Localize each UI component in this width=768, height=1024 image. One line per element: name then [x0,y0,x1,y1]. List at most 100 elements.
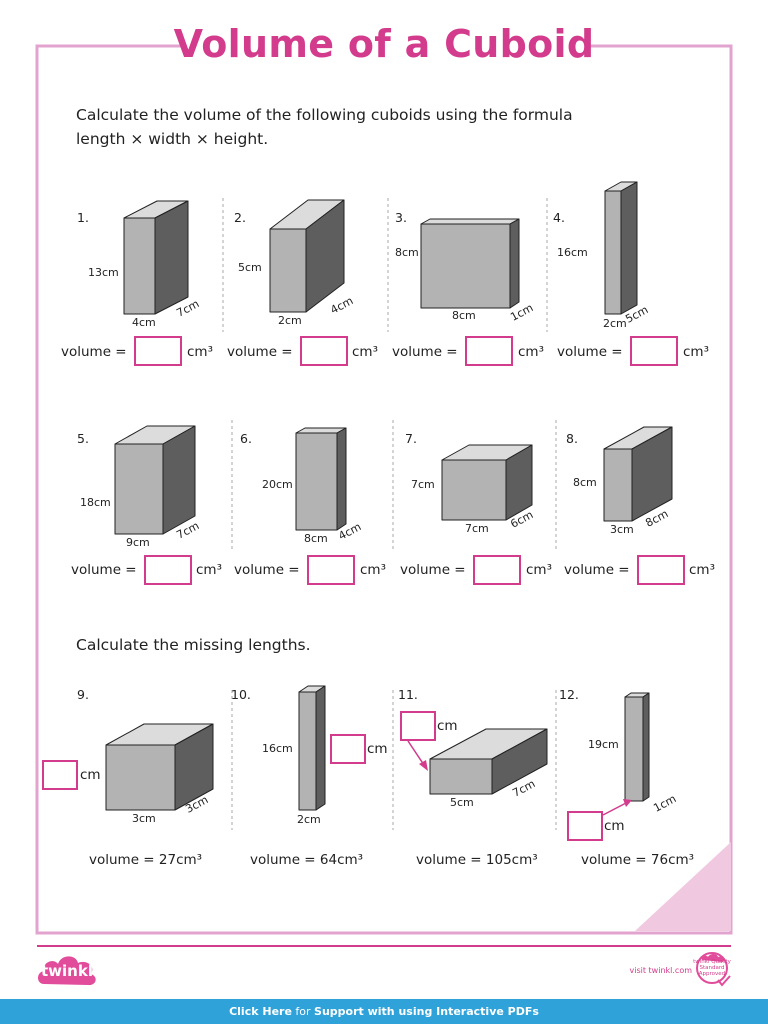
unit-label: cm [80,767,101,783]
question-number: 2. [234,210,246,225]
badge-text: twinkl Quality Standard Approved [693,959,731,977]
page-title: Volume of a Cuboid [173,22,595,66]
question-number: 11. [398,687,418,702]
given-volume: volume = 64cm³ [250,852,364,868]
corner-decoration [635,842,731,931]
volume-label: volume = [71,562,137,578]
answer-box-q3[interactable] [465,336,513,366]
length-label: 2cm [603,317,627,330]
cuboid-q2 [269,199,345,313]
length-label: 2cm [297,813,321,826]
cta-strong: Click Here [229,1005,292,1018]
answer-box-q6[interactable] [307,555,355,585]
cuboid-q8 [603,426,673,522]
given-volume: volume = 27cm³ [89,852,203,868]
cuboid-q3 [420,218,520,309]
unit-label: cm³ [360,562,386,578]
length-label: 3cm [610,523,634,536]
arrow-q11 [407,740,425,766]
volume-label: volume = [557,344,623,360]
answer-box-q7[interactable] [473,555,521,585]
height-label: 7cm [411,478,435,491]
height-label: 8cm [395,246,419,259]
quality-badge: twinkl Quality Standard Approved [690,950,734,990]
volume-label: volume = [400,562,466,578]
question-number: 10. [231,687,251,702]
height-label: 8cm [573,476,597,489]
cuboid-q5 [114,425,196,535]
question-number: 9. [77,687,89,702]
question-number: 4. [553,210,565,225]
unit-label: cm³ [187,344,213,360]
instruction-line-1: Calculate the volume of the following cu… [76,106,573,124]
given-volume: volume = 105cm³ [416,852,538,868]
badge-icon [696,952,731,987]
volume-label: volume = [234,562,300,578]
cuboid-q6 [295,427,347,531]
volume-label: volume = [564,562,630,578]
arrow-q12 [602,802,627,816]
instruction-line-2: length × width × height. [76,130,269,148]
volume-label: volume = [392,344,458,360]
height-label: 16cm [262,742,293,755]
interactive-pdf-support-link[interactable]: Click Here for Support with using Intera… [0,999,768,1024]
length-label: 3cm [132,812,156,825]
missing-length-box-q10[interactable] [330,734,366,764]
height-label: 19cm [588,738,619,751]
question-number: 3. [395,210,407,225]
length-label: 8cm [304,532,328,545]
cuboid-q9 [105,723,214,811]
missing-length-box-q11[interactable] [400,711,436,741]
volume-label: volume = [61,344,127,360]
unit-label: cm [437,718,458,734]
given-volume: volume = 76cm³ [581,852,695,868]
volume-label: volume = [227,344,293,360]
cta-rest: Support with using Interactive PDFs [314,1005,539,1018]
missing-lengths-instruction: Calculate the missing lengths. [76,636,311,654]
answer-box-q1[interactable] [134,336,182,366]
unit-label: cm³ [689,562,715,578]
answer-box-q5[interactable] [144,555,192,585]
length-label: 4cm [132,316,156,329]
height-label: 16cm [557,246,588,259]
question-number: 6. [240,431,252,446]
missing-length-box-q9[interactable] [42,760,78,790]
unit-label: cm³ [196,562,222,578]
unit-label: cm [604,818,625,834]
cta-plain: for [291,1005,315,1018]
question-number: 7. [405,431,417,446]
cuboid-q11 [429,728,548,795]
cuboid-q10 [298,685,326,811]
twinkl-logo-cloud[interactable] [36,950,100,992]
question-number: 1. [77,210,89,225]
length-label: 8cm [452,309,476,322]
cuboid-q12 [624,692,650,802]
missing-length-box-q12[interactable] [567,811,603,841]
unit-label: cm [367,741,388,757]
unit-label: cm³ [683,344,709,360]
height-label: 20cm [262,478,293,491]
visit-link[interactable]: visit twinkl.com [629,966,692,975]
length-label: 2cm [278,314,302,327]
answer-box-q4[interactable] [630,336,678,366]
question-number: 8. [566,431,578,446]
cuboid-q4 [604,181,638,315]
length-label: 5cm [450,796,474,809]
question-number: 5. [77,431,89,446]
length-label: 7cm [465,522,489,535]
height-label: 13cm [88,266,119,279]
height-label: 5cm [238,261,262,274]
cuboid-q7 [441,444,533,521]
unit-label: cm³ [526,562,552,578]
length-label: 9cm [126,536,150,549]
twinkl-logo[interactable]: twinkl [41,962,93,980]
height-label: 18cm [80,496,111,509]
answer-box-q2[interactable] [300,336,348,366]
answer-box-q8[interactable] [637,555,685,585]
unit-label: cm³ [352,344,378,360]
question-number: 12. [559,687,579,702]
cuboid-q1 [123,200,189,315]
unit-label: cm³ [518,344,544,360]
